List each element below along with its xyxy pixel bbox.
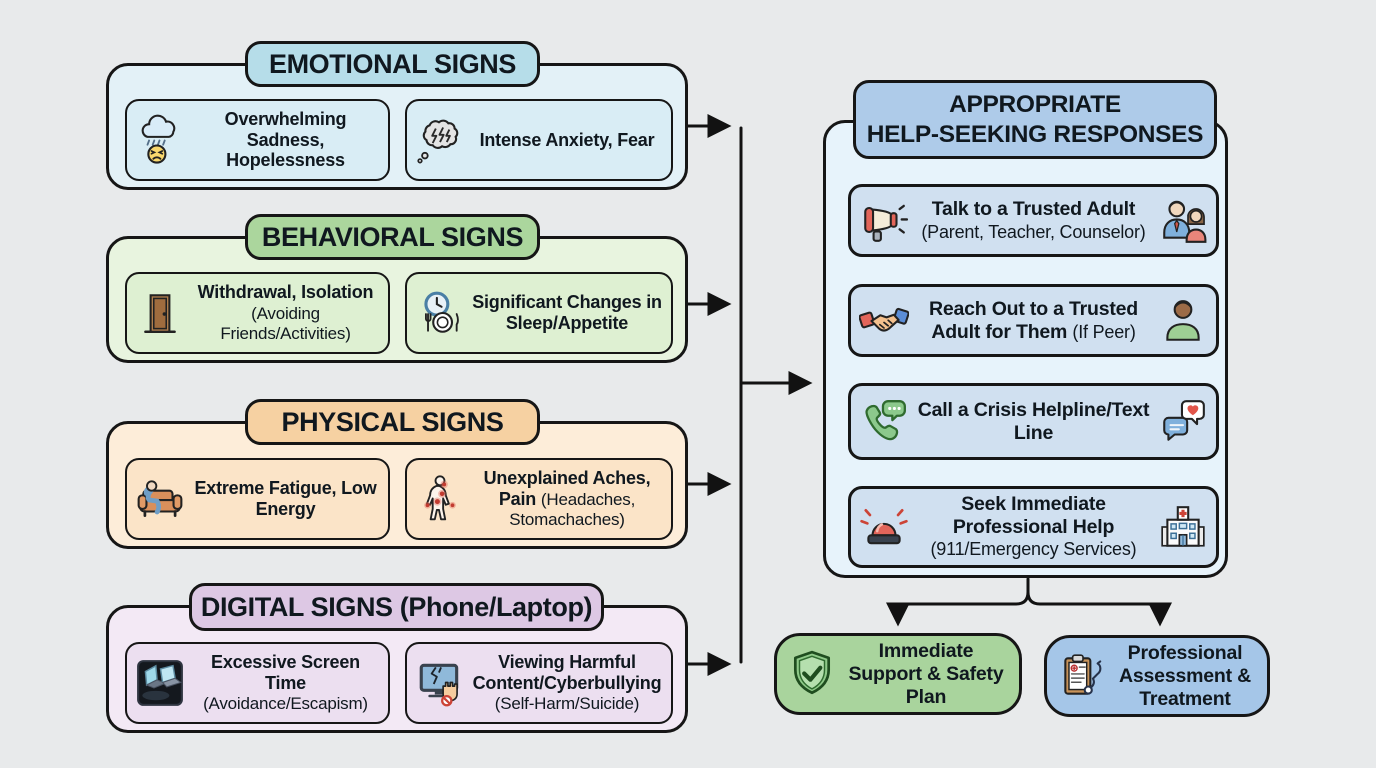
card-title: Intense Anxiety, Fear <box>479 129 655 150</box>
door-icon <box>135 285 185 341</box>
card-viewing-harmful-content: Viewing Harmful Content/Cyberbullying (S… <box>405 642 673 724</box>
section-header-label: BEHAVIORAL SIGNS <box>261 221 524 252</box>
responses-header: APPROPRIATE HELP-SEEKING RESPONSES <box>853 80 1217 159</box>
step-note: (911/Emergency Services) <box>930 539 1137 560</box>
clipboard-stethoscope-icon <box>1057 648 1107 704</box>
card-title: Withdrawal, Isolation <box>197 281 374 302</box>
card-intense-anxiety: Intense Anxiety, Fear <box>405 99 673 181</box>
card-title: Significant Changes in Sleep/Appetite <box>472 292 662 333</box>
emergency-siren-icon <box>859 499 909 555</box>
body-pain-points-icon <box>415 471 465 527</box>
step-title: Reach Out to a Trusted Adult for Them <box>928 298 1139 343</box>
fatigued-person-on-couch-icon <box>135 471 185 527</box>
step-note: (If Peer) <box>1072 321 1136 342</box>
sad-face-rain-cloud-icon <box>135 112 185 168</box>
section-header-physical: PHYSICAL SIGNS <box>245 399 540 445</box>
step-talk-to-trusted-adult: Talk to a Trusted Adult (Parent, Teacher… <box>848 184 1219 257</box>
card-note: (Avoiding Friends/Activities) <box>220 303 351 344</box>
shield-check-icon <box>787 646 837 702</box>
card-title: Overwhelming Sadness, Hopelessness <box>224 108 347 171</box>
card-sleep-appetite-changes: Significant Changes in Sleep/Appetite <box>405 272 673 354</box>
outcome-label: Immediate Support & Safety Plan <box>848 639 1004 708</box>
card-note: (Headaches, Stomachaches) <box>509 489 636 530</box>
card-extreme-fatigue: Extreme Fatigue, Low Energy <box>125 458 390 540</box>
clock-and-plate-icon <box>415 285 465 341</box>
chat-bubbles-heart-icon <box>1158 394 1208 450</box>
phone-and-chat-bubble-icon <box>859 394 909 450</box>
card-title: Viewing Harmful Content/Cyberbullying <box>472 651 662 693</box>
step-title: Seek Immediate Professional Help <box>952 493 1115 538</box>
section-header-emotional: EMOTIONAL SIGNS <box>245 41 540 87</box>
card-withdrawal-isolation: Withdrawal, Isolation (Avoiding Friends/… <box>125 272 390 354</box>
section-header-digital: DIGITAL SIGNS (Phone/Laptop) <box>189 583 604 631</box>
hospital-building-icon <box>1158 499 1208 555</box>
two-adults-icon <box>1158 193 1208 249</box>
step-reach-out-for-peer: Reach Out to a Trusted Adult for Them (I… <box>848 284 1219 357</box>
card-excessive-screen-time: Excessive Screen Time (Avoidance/Escapis… <box>125 642 390 724</box>
outcome-professional-assessment: Professional Assessment & Treatment <box>1044 635 1270 717</box>
step-title: Call a Crisis Helpline/Text Line <box>917 399 1150 444</box>
card-note: (Avoidance/Escapism) <box>203 694 368 714</box>
cracked-monitor-stop-hand-icon <box>415 655 465 711</box>
step-note: (Parent, Teacher, Counselor) <box>921 221 1146 242</box>
section-header-label: DIGITAL SIGNS (Phone/Laptop) <box>200 591 593 622</box>
card-note: (Self-Harm/Suicide) <box>494 694 640 714</box>
card-title: Unexplained Aches, Pain <box>483 467 651 509</box>
responses-header-line1: APPROPRIATE <box>949 90 1121 118</box>
step-call-crisis-helpline: Call a Crisis Helpline/Text Line <box>848 383 1219 460</box>
step-seek-immediate-help: Seek Immediate Professional Help (911/Em… <box>848 486 1219 568</box>
section-header-behavioral: BEHAVIORAL SIGNS <box>245 214 540 260</box>
anxiety-thought-cloud-icon <box>415 112 465 168</box>
handshake-icon <box>859 293 909 349</box>
card-title: Extreme Fatigue, Low Energy <box>194 478 377 519</box>
section-header-label: PHYSICAL SIGNS <box>281 406 504 437</box>
responses-header-line2: HELP-SEEKING RESPONSES <box>866 120 1204 148</box>
peer-person-icon <box>1158 293 1208 349</box>
outcome-immediate-support: Immediate Support & Safety Plan <box>774 633 1022 715</box>
megaphone-icon <box>859 193 909 249</box>
card-unexplained-aches: Unexplained Aches, Pain (Headaches, Stom… <box>405 458 673 540</box>
outcome-label: Professional Assessment & Treatment <box>1119 641 1251 710</box>
card-title: Excessive Screen Time <box>211 651 360 693</box>
glowing-laptop-screens-icon <box>135 655 185 711</box>
step-title: Talk to a Trusted Adult <box>931 198 1136 221</box>
section-header-label: EMOTIONAL SIGNS <box>268 48 517 79</box>
card-overwhelming-sadness: Overwhelming Sadness, Hopelessness <box>125 99 390 181</box>
